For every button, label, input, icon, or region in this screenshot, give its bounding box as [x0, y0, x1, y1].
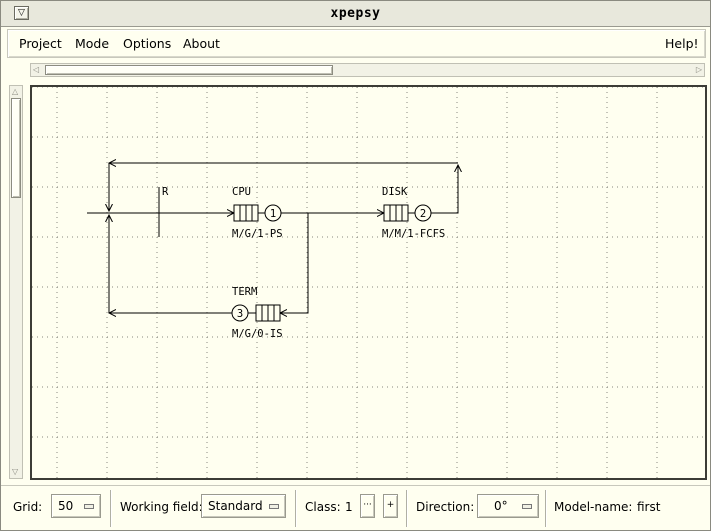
menu-bar: Project Mode Options About Help! [7, 29, 706, 58]
option-menu-icon [84, 504, 94, 509]
grid-dots [32, 87, 705, 478]
class-value: 1 [345, 500, 353, 514]
label-cpu-type: M/G/1-PS [232, 228, 283, 240]
grid-label: Grid: [13, 500, 43, 514]
working-field-value: Standard [208, 499, 263, 513]
menu-mode[interactable]: Mode [75, 36, 110, 51]
model-canvas[interactable]: R CPU M/G/1-PS 1 DISK M/M/1-FCFS 2 TERM … [30, 85, 707, 480]
menu-help[interactable]: Help! [665, 36, 699, 51]
window-title: xpepsy [330, 6, 381, 21]
class-decrement-button[interactable]: ··· [360, 494, 375, 518]
station-disk[interactable] [383, 204, 432, 222]
model-name-label: Model-name: [554, 500, 633, 514]
disk-server-icon [414, 204, 432, 222]
link-cpu-to-term[interactable] [280, 213, 309, 313]
title-bar: ▽ xpepsy [1, 1, 710, 27]
grid-value: 50 [58, 499, 74, 513]
direction-value: 0° [494, 499, 508, 513]
connections [87, 163, 458, 313]
grid-select[interactable]: 50 [51, 494, 101, 518]
scroll-up-icon[interactable]: △ [12, 87, 19, 96]
label-r: R [162, 186, 169, 198]
option-menu-icon [269, 504, 279, 509]
working-field-select[interactable]: Standard [201, 494, 286, 518]
menu-project[interactable]: Project [19, 36, 62, 51]
label-disk-name: DISK [382, 186, 408, 198]
menu-about[interactable]: About [183, 36, 220, 51]
vertical-scroll-thumb[interactable] [11, 98, 21, 198]
separator [110, 490, 111, 527]
working-field-label: Working field: [120, 500, 203, 514]
label-disk-number: 2 [420, 208, 426, 220]
label-cpu-number: 1 [270, 208, 276, 220]
direction-select[interactable]: 0° [477, 494, 539, 518]
option-menu-icon [522, 504, 532, 509]
class-increment-button[interactable]: + [383, 494, 398, 518]
network-diagram: R CPU M/G/1-PS 1 DISK M/M/1-FCFS 2 TERM … [32, 87, 705, 478]
horizontal-scroll-thumb[interactable] [45, 65, 333, 75]
scroll-left-icon[interactable]: ◁ [33, 65, 40, 74]
label-term-name: TERM [232, 286, 257, 298]
scroll-down-icon[interactable]: ▽ [12, 467, 19, 476]
label-term-type: M/G/0-IS [232, 328, 283, 340]
window-menu-button[interactable]: ▽ [14, 6, 29, 20]
term-server-icon [231, 304, 249, 322]
cpu-server-icon [264, 204, 282, 222]
station-term[interactable] [231, 304, 281, 322]
direction-label: Direction: [416, 500, 475, 514]
label-cpu-name: CPU [232, 186, 251, 198]
label-term-number: 3 [237, 308, 243, 320]
link-disk-up[interactable] [431, 165, 458, 214]
horizontal-scrollbar[interactable]: ◁ ▷ [30, 63, 705, 77]
station-cpu[interactable] [233, 204, 282, 222]
status-bar: Grid: 50 Working field: Standard Class: … [1, 485, 710, 531]
triangle-down-icon: ▽ [18, 8, 25, 18]
model-name-value: first [637, 500, 661, 514]
menu-options[interactable]: Options [123, 36, 172, 51]
separator [545, 490, 546, 527]
class-label: Class: [305, 500, 341, 514]
vertical-scrollbar[interactable]: △ ▽ [9, 85, 23, 479]
separator [295, 490, 296, 527]
label-disk-type: M/M/1-FCFS [382, 228, 445, 240]
separator [406, 490, 407, 527]
scroll-right-icon[interactable]: ▷ [695, 65, 702, 74]
